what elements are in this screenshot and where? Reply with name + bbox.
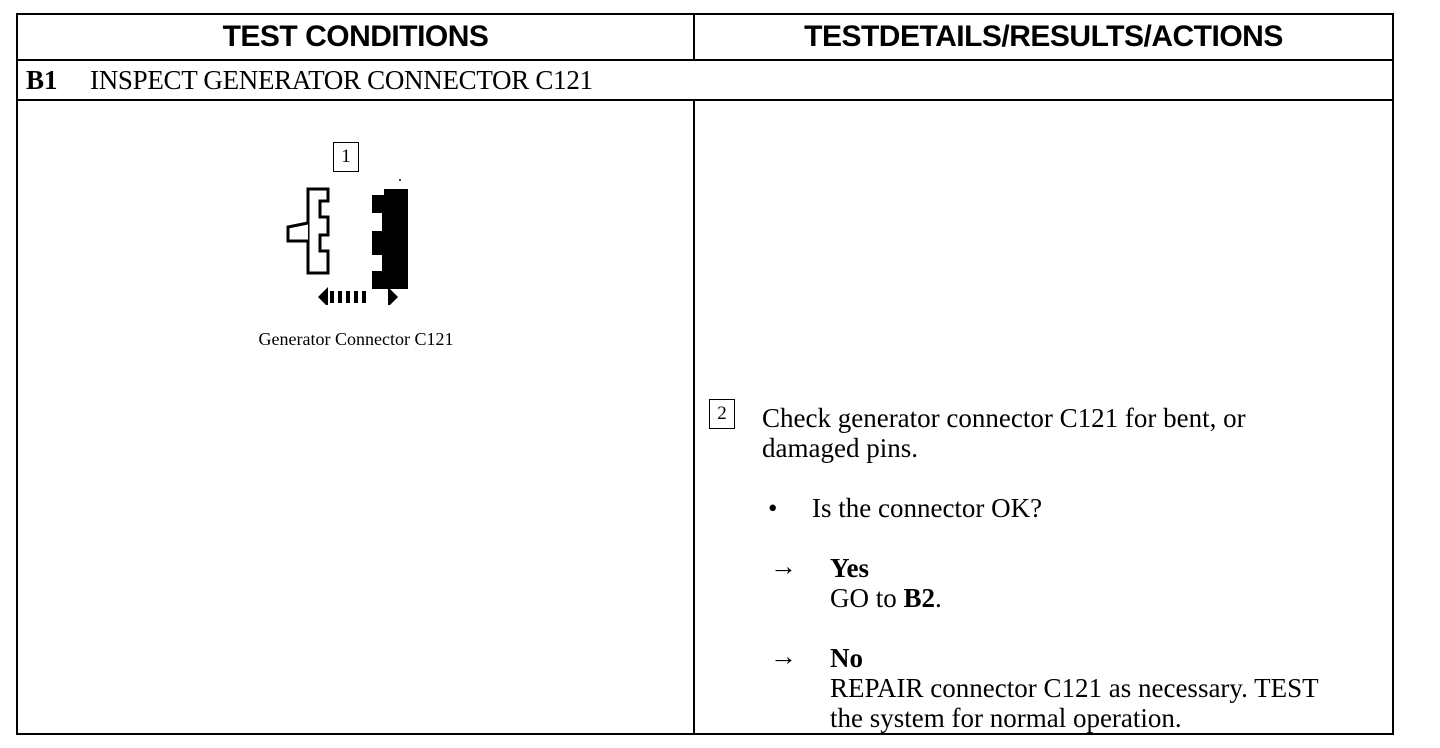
illustration-caption: Generator Connector C121	[258, 329, 454, 349]
no-branch: No REPAIR connector C121 as necessary. T…	[830, 643, 1319, 733]
question-text: Is the connector OK?	[812, 493, 1043, 523]
instruction-line: Check generator connector C121 for bent,…	[762, 403, 1246, 433]
step-title: INSPECT GENERATOR CONNECTOR C121	[90, 64, 593, 95]
yes-action-suffix: .	[935, 583, 942, 613]
connector-illustration	[286, 179, 408, 305]
yes-action: GO to B2.	[830, 583, 942, 613]
connector-half-right	[372, 189, 408, 289]
column-divider	[693, 101, 695, 733]
no-action-line: REPAIR connector C121 as necessary. TEST	[830, 673, 1319, 703]
test-table: TEST CONDITIONS TESTDETAILS/RESULTS/ACTI…	[16, 13, 1394, 735]
left-arrowhead	[318, 287, 328, 305]
divider	[18, 99, 1392, 101]
right-arrowhead	[388, 287, 398, 305]
instruction-line: damaged pins.	[762, 433, 918, 463]
step-title-row: B1 INSPECT GENERATOR CONNECTOR C121	[18, 61, 1392, 99]
connector-latch	[286, 221, 309, 243]
no-label: No	[830, 643, 863, 673]
step-id: B1	[26, 64, 58, 95]
divider	[18, 59, 1392, 61]
yes-label: Yes	[830, 553, 869, 583]
yes-action-target: B2	[903, 583, 936, 613]
bullet-symbol: •	[768, 493, 778, 523]
step-marker-2: 2	[709, 399, 735, 429]
header-test-conditions: TEST CONDITIONS	[18, 15, 695, 59]
yes-branch: Yes GO to B2.	[830, 553, 942, 613]
header-test-details: TESTDETAILS/RESULTS/ACTIONS	[804, 20, 1283, 53]
no-action-line: the system for normal operation.	[830, 703, 1182, 733]
instruction-text: Check generator connector C121 for bent,…	[762, 403, 1246, 463]
step-marker-1: 1	[333, 142, 359, 172]
yes-action-prefix: GO to	[830, 583, 904, 613]
arrow-icon: →	[770, 641, 797, 671]
connector-half-left	[306, 187, 330, 275]
arrow-icon: →	[770, 551, 797, 581]
